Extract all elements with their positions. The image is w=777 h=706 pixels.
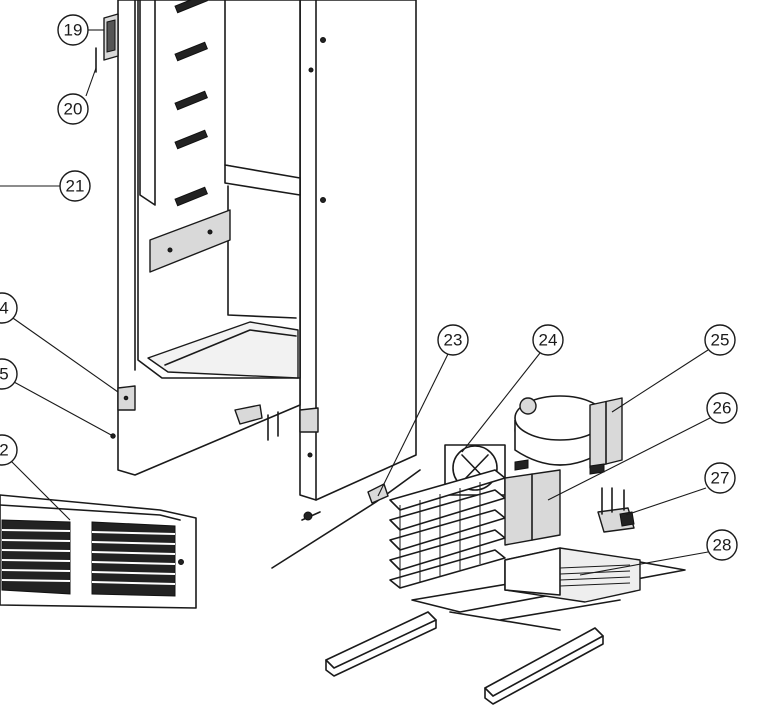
callout-25-label: 25 xyxy=(711,331,730,350)
callout-24-label: 24 xyxy=(539,331,558,350)
callout-4-label: 4 xyxy=(0,299,9,318)
callout-19-label: 19 xyxy=(64,21,83,40)
base-tray xyxy=(325,547,686,705)
callout-26: 26 xyxy=(706,392,738,424)
callout-23: 23 xyxy=(437,324,469,356)
callout-24: 24 xyxy=(532,324,564,356)
callout-28: 28 xyxy=(706,529,738,561)
callout-25: 25 xyxy=(704,324,736,356)
callout-20-label: 20 xyxy=(64,100,83,119)
condenser-assembly xyxy=(389,444,561,589)
compressor xyxy=(514,395,623,475)
start-relay xyxy=(597,487,635,533)
callout-20: 20 xyxy=(57,93,89,125)
callout-2-label: 2 xyxy=(0,441,9,460)
callout-4: 4 xyxy=(0,292,18,324)
front-grille xyxy=(0,494,197,609)
callout-21-label: 21 xyxy=(66,177,85,196)
callout-5: 5 xyxy=(0,358,18,390)
grille-slats xyxy=(1,529,176,585)
thermostat-capillary xyxy=(271,469,421,569)
callout-27-label: 27 xyxy=(711,469,730,488)
door-stop-part xyxy=(95,13,119,73)
grille-vents-right xyxy=(91,521,176,597)
callout-5-label: 5 xyxy=(0,365,9,384)
leader-lines xyxy=(0,29,711,576)
callout-2: 2 xyxy=(0,434,18,466)
grille-vents-left xyxy=(1,519,71,595)
callout-27: 27 xyxy=(704,462,736,494)
callout-19: 19 xyxy=(57,14,89,46)
callout-23-label: 23 xyxy=(444,331,463,350)
callout-28-label: 28 xyxy=(713,536,732,555)
shelf-rails xyxy=(174,0,208,207)
callout-21: 21 xyxy=(59,170,91,202)
callout-26-label: 26 xyxy=(713,399,732,418)
cabinet-body xyxy=(110,0,417,501)
